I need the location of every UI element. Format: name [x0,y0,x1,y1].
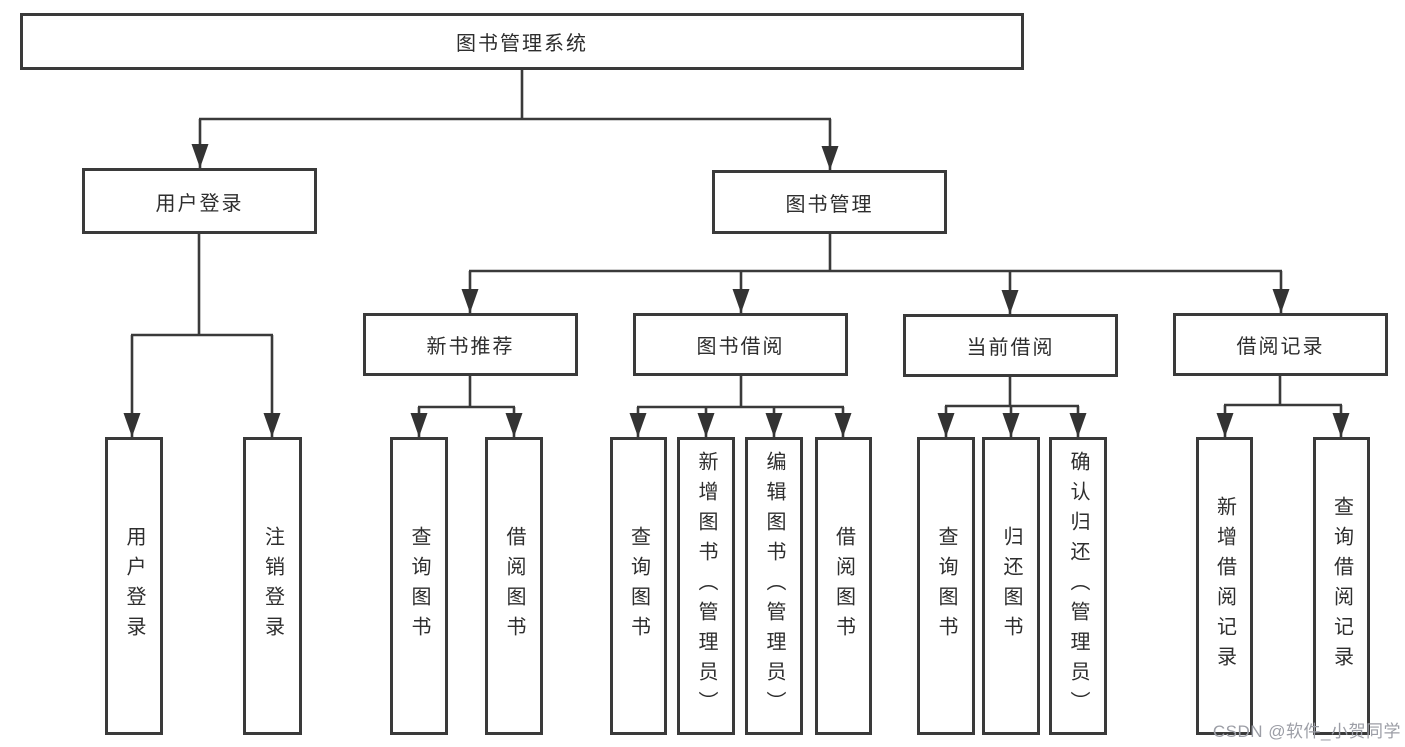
leaf-br-query-record: 查询借阅记录 [1313,437,1370,735]
leaf-bb-borrow-books: 借阅图书 [815,437,872,735]
leaf-logout: 注销登录 [243,437,302,735]
leaf-cb-query-books: 查询图书 [917,437,975,735]
leaf-bb-edit-books-admin: 编辑图书（管理员） [745,437,803,735]
leaf-rec-query-books: 查询图书 [390,437,448,735]
node-book-management: 图书管理 [712,170,947,234]
node-user-login: 用户登录 [82,168,317,234]
leaf-rec-borrow-books: 借阅图书 [485,437,543,735]
node-current-borrowing: 当前借阅 [903,314,1118,377]
watermark: CSDN @软件_小贺同学 [1212,722,1401,741]
leaf-cb-return-books: 归还图书 [982,437,1040,735]
leaf-bb-add-books-admin: 新增图书（管理员） [677,437,735,735]
node-borrow-records: 借阅记录 [1173,313,1388,376]
leaf-cb-confirm-return-admin: 确认归还（管理员） [1049,437,1107,735]
node-book-borrowing: 图书借阅 [633,313,848,376]
leaf-user-login: 用户登录 [105,437,163,735]
node-library-system: 图书管理系统 [20,13,1024,70]
leaf-br-add-record: 新增借阅记录 [1196,437,1253,735]
node-new-book-recommend: 新书推荐 [363,313,578,376]
leaf-bb-query-books: 查询图书 [610,437,667,735]
